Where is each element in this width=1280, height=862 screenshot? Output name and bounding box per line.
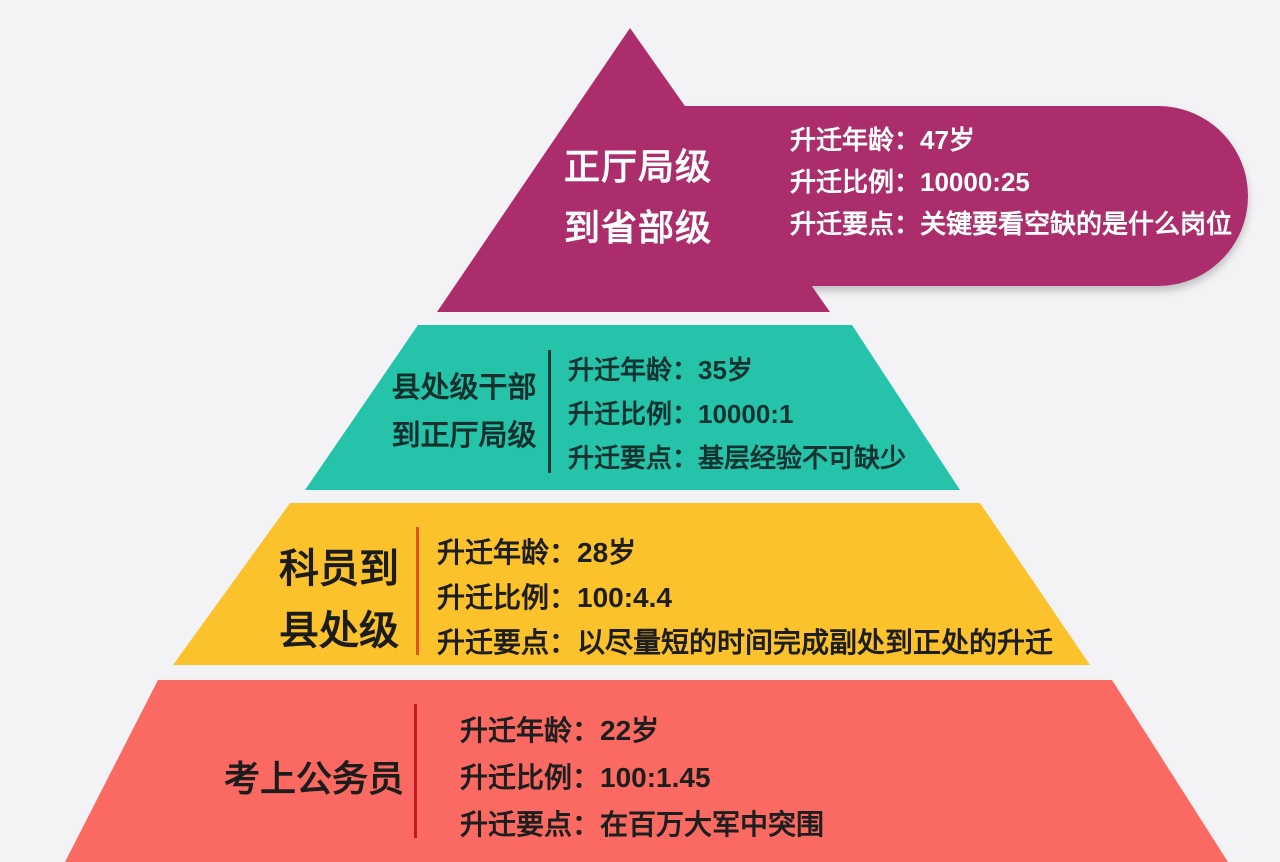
- tier3-details: 升迁年龄：28岁 升迁比例：100:4.4 升迁要点：以尽量短的时间完成副处到正…: [437, 530, 1053, 665]
- tier2-detail-ratio: 升迁比例：10000:1: [568, 399, 794, 429]
- tier4-trapezoid-shape: [65, 680, 1228, 862]
- tier3-trapezoid-shape: [173, 503, 1090, 665]
- tier1-label-line2: 到省部级: [563, 207, 712, 248]
- tier1-detail-ratio: 升迁比例：10000:25: [790, 167, 1030, 197]
- tier3-divider: [416, 527, 419, 655]
- tier3-detail-keypoint: 升迁要点：以尽量短的时间完成副处到正处的升迁: [437, 627, 1054, 658]
- tier2-label-line1: 县处级干部: [391, 372, 537, 404]
- tier1-label: 正厅局级 到省部级: [536, 136, 740, 258]
- tier3-detail-ratio: 升迁比例：100:4.4: [437, 582, 672, 613]
- tier2-details: 升迁年龄：35岁 升迁比例：10000:1 升迁要点：基层经验不可缺少: [568, 348, 906, 480]
- tier1-detail-keypoint: 升迁要点：关键要看空缺的是什么岗位: [790, 209, 1233, 239]
- tier1-details: 升迁年龄：47岁 升迁比例：10000:25 升迁要点：关键要看空缺的是什么岗位: [790, 119, 1232, 245]
- tier4-label-line1: 考上公务员: [223, 758, 404, 799]
- tier4-detail-age: 升迁年龄：22岁: [460, 715, 660, 746]
- tier4-detail-ratio: 升迁比例：100:1.45: [460, 762, 711, 793]
- tier4-detail-keypoint: 升迁要点：在百万大军中突围: [460, 809, 825, 840]
- tier2-label: 县处级干部 到正厅局级: [385, 364, 543, 460]
- tier3-label: 科员到 县处级: [258, 538, 420, 662]
- tier4-label: 考上公务员: [222, 750, 406, 802]
- tier1-detail-age: 升迁年龄：47岁: [790, 125, 975, 155]
- tier4-divider: [414, 704, 417, 838]
- tier4-details: 升迁年龄：22岁 升迁比例：100:1.45 升迁要点：在百万大军中突围: [460, 707, 824, 848]
- tier2-label-line2: 到正厅局级: [391, 420, 537, 452]
- tier2-trapezoid-shape: [305, 325, 960, 490]
- tier1-label-line1: 正厅局级: [563, 146, 712, 187]
- tier3-label-line2: 县处级: [279, 609, 399, 653]
- tier3-label-line1: 科员到: [279, 547, 399, 591]
- tier3-detail-age: 升迁年龄：28岁: [437, 537, 637, 568]
- tier2-detail-keypoint: 升迁要点：基层经验不可缺少: [568, 443, 907, 473]
- tier2-divider: [548, 350, 551, 473]
- tier2-detail-age: 升迁年龄：35岁: [568, 355, 753, 385]
